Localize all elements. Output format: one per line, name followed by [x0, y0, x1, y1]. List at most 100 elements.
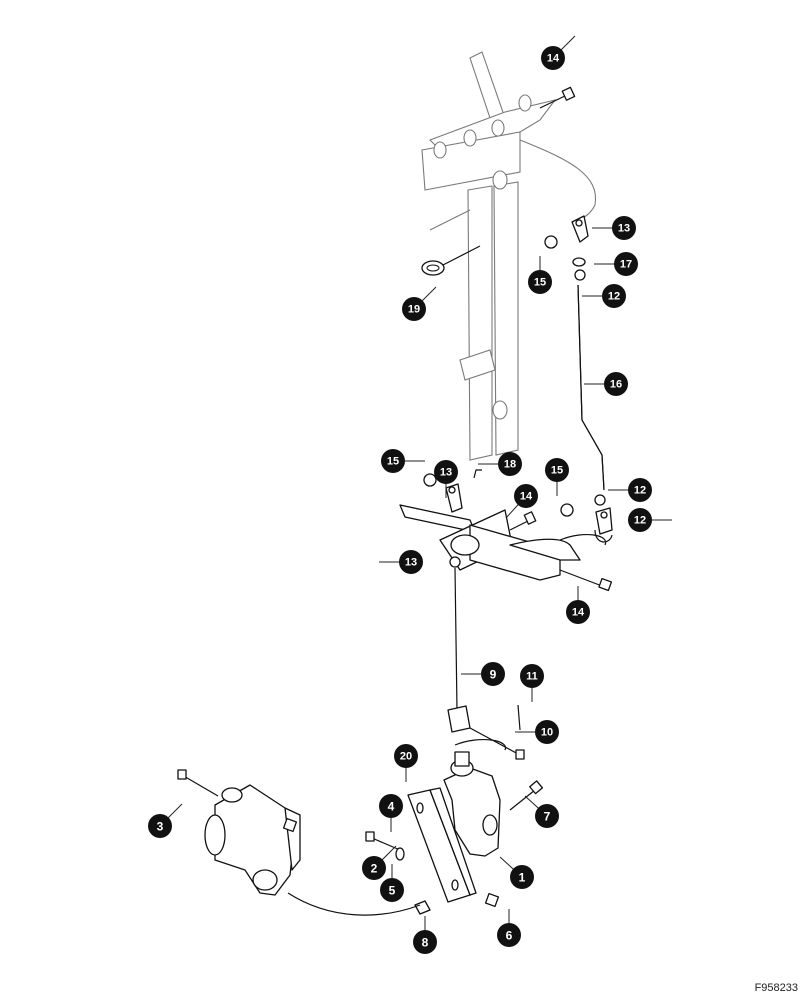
nut-12-right [594, 494, 606, 506]
callout-12: 12 [582, 284, 626, 308]
callout-11: 11 [520, 664, 544, 702]
callout-badge [481, 662, 505, 686]
callout-number: 14 [520, 491, 533, 503]
callout-number: 16 [610, 379, 622, 391]
callout-number: 20 [400, 751, 412, 763]
callout-number: 10 [541, 727, 553, 739]
bolt-14-middle [509, 511, 537, 531]
callout-number: 6 [506, 929, 513, 943]
callout-badge [148, 814, 172, 838]
callout-16: 16 [584, 372, 628, 396]
callout-badge [614, 252, 638, 276]
callout-14: 14 [505, 484, 538, 519]
callout-badge [399, 550, 423, 574]
callout-7: 7 [524, 795, 559, 828]
callout-9: 9 [461, 662, 505, 686]
callout-13: 13 [434, 460, 458, 498]
callout-number: 13 [618, 223, 630, 235]
callout-5: 5 [380, 864, 404, 902]
callout-number: 13 [440, 467, 452, 479]
upper-lever-assembly [421, 51, 597, 461]
callout-badge [628, 508, 652, 532]
callout-number: 8 [422, 936, 429, 950]
callout-badge [545, 458, 569, 482]
callout-14: 14 [541, 35, 576, 70]
rod-16 [577, 284, 605, 491]
callout-20: 20 [394, 744, 418, 782]
callout-badge [628, 478, 652, 502]
callout-12: 12 [608, 478, 652, 502]
callout-15: 15 [381, 449, 425, 473]
callout-badge [362, 856, 386, 880]
callout-13: 13 [379, 550, 423, 574]
callout-badge [602, 284, 626, 308]
callout-15: 15 [528, 256, 552, 294]
callout-19: 19 [402, 286, 437, 321]
nut-12-top [574, 269, 586, 281]
callout-number: 7 [544, 810, 551, 824]
callout-17: 17 [594, 252, 638, 276]
callout-badge [535, 804, 559, 828]
callout-number: 18 [504, 459, 516, 471]
callout-1: 1 [499, 856, 534, 889]
callout-12: 12 [628, 508, 672, 532]
callout-number: 11 [526, 671, 538, 683]
callout-badge [514, 484, 538, 508]
bolt-14-lower [559, 569, 613, 592]
callout-badge [520, 664, 544, 688]
rod-9 [447, 567, 471, 733]
callout-15: 15 [545, 458, 569, 496]
pin-11 [517, 704, 521, 731]
pin-19 [421, 245, 481, 276]
callout-badge [434, 460, 458, 484]
callout-number: 12 [634, 485, 646, 497]
callout-number: 15 [387, 456, 399, 468]
callout-13: 13 [592, 216, 636, 240]
callout-number: 12 [608, 291, 620, 303]
callout-4: 4 [379, 794, 403, 832]
bolt-7 [509, 780, 544, 811]
callout-badge [497, 923, 521, 947]
callout-badge [528, 270, 552, 294]
callout-badge [541, 46, 565, 70]
bracket-20 [407, 787, 477, 903]
callout-number: 12 [634, 515, 646, 527]
washer-17 [572, 257, 586, 267]
callout-badge [604, 372, 628, 396]
callout-3: 3 [148, 803, 183, 838]
callout-badge [381, 449, 405, 473]
callout-badge [402, 297, 426, 321]
control-valve-1 [443, 739, 507, 857]
callout-number: 14 [547, 53, 560, 65]
callout-badge [498, 452, 522, 476]
rod-end-13-middle [445, 483, 463, 513]
callout-badge [535, 720, 559, 744]
nut-15-top [544, 235, 558, 249]
callout-badge [379, 794, 403, 818]
rod-end-13-right [594, 507, 613, 543]
callout-number: 4 [388, 800, 395, 814]
pin-18 [473, 469, 482, 479]
callout-number: 2 [371, 862, 378, 876]
callout-badge [566, 600, 590, 624]
callout-number: 13 [405, 557, 417, 569]
callout-8: 8 [413, 916, 437, 954]
callout-number: 14 [572, 607, 585, 619]
nut-6 [484, 892, 500, 908]
callout-badge [413, 930, 437, 954]
callout-18: 18 [478, 452, 522, 476]
callout-number: 19 [408, 304, 420, 316]
figure-id-label: F958233 [754, 982, 798, 994]
pin-10 [469, 727, 525, 760]
middle-shaft-assembly [399, 504, 607, 581]
callout-number: 15 [551, 465, 563, 477]
washer-4-5 [395, 847, 405, 861]
callout-badge [510, 865, 534, 889]
callout-badge [612, 216, 636, 240]
callout-number: 17 [620, 259, 632, 271]
callout-10: 10 [515, 720, 559, 744]
nut-8 [414, 900, 431, 915]
bolt-2 [365, 831, 401, 851]
